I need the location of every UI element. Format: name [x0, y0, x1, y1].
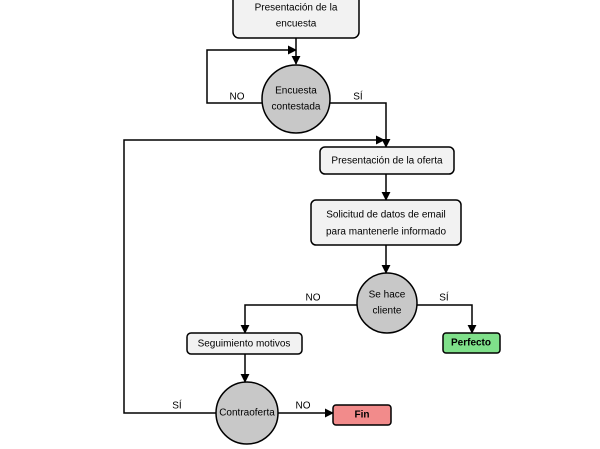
node-presentacion-encuesta-line1: Presentación de la	[255, 3, 338, 14]
node-se-hace-cliente-line1: Se hace	[369, 290, 406, 301]
node-se-hace-cliente-line2: cliente	[373, 306, 402, 317]
edge-labels: NO SÍ NO SÍ SÍ NO	[172, 90, 449, 412]
label-contraoferta-si: SÍ	[172, 399, 182, 412]
node-solicitud-datos-line2: para mantenerle informado	[326, 227, 447, 238]
node-perfecto: Perfecto	[442, 332, 501, 354]
label-cliente-no: NO	[306, 293, 321, 304]
node-presentacion-encuesta-line2: encuesta	[276, 19, 317, 30]
label-encuesta-no: NO	[230, 92, 245, 103]
node-presentacion-oferta-label: Presentación de la oferta	[331, 156, 443, 167]
node-encuesta-contestada-line1: Encuesta	[275, 86, 317, 97]
label-encuesta-si: SÍ	[353, 90, 363, 103]
node-contraoferta: Contraoferta	[215, 381, 279, 445]
node-presentacion-oferta: Presentación de la oferta	[319, 146, 455, 175]
node-encuesta-contestada: Encuesta contestada	[261, 64, 331, 134]
label-contraoferta-no: NO	[296, 401, 311, 412]
edge-cliente-no	[240, 304, 358, 334]
edge-cliente-si	[416, 304, 477, 334]
node-se-hace-cliente: Se hace cliente	[356, 272, 418, 334]
label-cliente-si: SÍ	[439, 291, 449, 304]
node-encuesta-contestada-line2: contestada	[272, 102, 321, 113]
node-fin-label: Fin	[355, 410, 370, 421]
node-seguimiento-motivos: Seguimiento motivos	[186, 332, 303, 355]
node-perfecto-label: Perfecto	[451, 338, 491, 349]
node-solicitud-datos-line1: Solicitud de datos de email	[326, 210, 446, 221]
edge-contraoferta-si-loop	[123, 135, 385, 414]
node-contraoferta-label: Contraoferta	[219, 408, 275, 419]
connectors	[123, 38, 477, 418]
node-solicitud-datos: Solicitud de datos de email para mantene…	[310, 199, 462, 246]
node-presentacion-encuesta: Presentación de la encuesta	[232, 0, 360, 39]
node-seguimiento-motivos-label: Seguimiento motivos	[198, 339, 291, 350]
node-fin: Fin	[332, 404, 392, 426]
edge-encuesta-si	[330, 102, 391, 148]
edge-encuesta-no-loop	[206, 45, 297, 104]
